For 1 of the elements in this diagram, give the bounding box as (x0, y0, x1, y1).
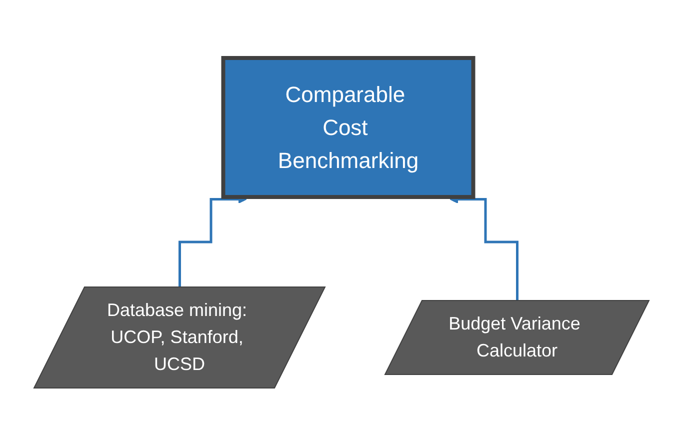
node-box: Comparable Cost Benchmarking (220, 56, 475, 198)
